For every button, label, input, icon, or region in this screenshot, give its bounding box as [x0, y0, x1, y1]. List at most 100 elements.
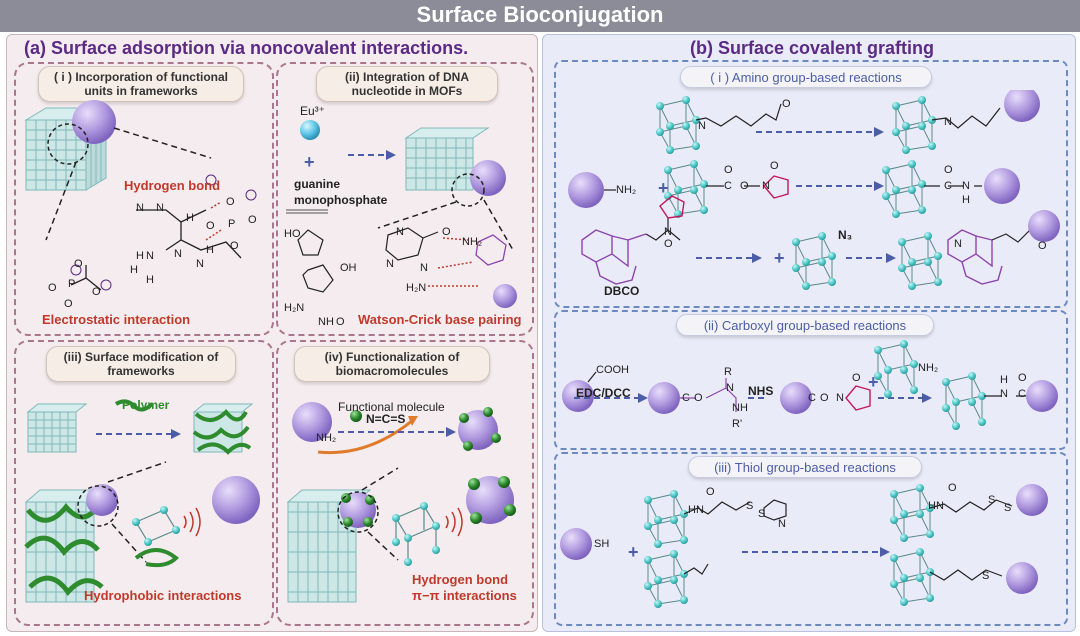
chem-o: O [820, 392, 829, 404]
chem-o: O [782, 98, 791, 110]
chem-o: O [948, 482, 957, 494]
cluster-node-icon [901, 235, 939, 288]
cluster-node-icon [945, 375, 983, 428]
label-pi-pi-interactions: π−π interactions [412, 588, 517, 603]
cluster-node-icon [395, 505, 437, 562]
chem-o: O [740, 180, 749, 192]
chem-n: N [698, 120, 706, 132]
label-polymer: Polymer [122, 398, 170, 412]
diagram-a-ii: + [286, 120, 517, 308]
subpanel-b-ii [554, 310, 1068, 450]
chem-o: O [1038, 240, 1047, 252]
chem-o: O [1018, 372, 1027, 384]
mof-framework-icon [26, 403, 88, 453]
chem-oh: OH [340, 262, 357, 274]
label-ncs: N=C=S [366, 412, 406, 426]
chem-n: N [726, 382, 734, 394]
subpanel-b-iii-title: (iii) Thiol group-based reactions [688, 456, 922, 478]
sphere-icon [648, 382, 680, 414]
svg-text:+: + [774, 248, 785, 268]
chem-s: S [758, 508, 766, 520]
subpanel-b-ii-title: (ii) Carboxyl group-based reactions [676, 314, 934, 336]
cluster-node-icon [877, 343, 915, 396]
sphere-icon [212, 476, 260, 524]
diagram-a-i [24, 100, 257, 291]
chem-o: O [442, 226, 451, 238]
chem-p: P [68, 278, 76, 290]
cluster-node-icon [885, 163, 923, 216]
sphere-icon [568, 172, 604, 208]
subpanel-b-iii [554, 452, 1068, 626]
panel-a-header: (a) Surface adsorption via noncovalent i… [24, 38, 469, 58]
cluster-node-icon [647, 493, 685, 546]
chem-hn: HN [928, 500, 944, 512]
subpanel-a-ii [276, 62, 534, 336]
chem-n3: N₃ [838, 228, 853, 242]
cluster-node-icon [893, 487, 931, 540]
chem-o: O [248, 214, 257, 226]
sphere-icon [1026, 380, 1058, 412]
chem-r-prime: R' [732, 418, 743, 430]
subpanel-b-i [554, 60, 1068, 308]
chem-n: N [396, 226, 404, 238]
polymer-icon [114, 399, 154, 412]
sphere-icon [780, 382, 812, 414]
page-title: Surface Bioconjugation [416, 2, 664, 27]
label-functional-molecule: Functional molecule [338, 400, 445, 414]
chem-n: N [386, 258, 394, 270]
sphere-icon [1004, 90, 1040, 122]
cluster-node-icon [135, 509, 177, 543]
chem-s: S [988, 494, 996, 506]
sphere-icon [72, 100, 116, 144]
chem-p: P [228, 218, 236, 230]
chem-h2n: H₂N [284, 302, 305, 314]
sphere-icon [493, 284, 517, 308]
label-electrostatic-interaction: Electrostatic interaction [42, 312, 191, 327]
sphere-icon [1028, 210, 1060, 242]
chem-h: H [206, 244, 214, 256]
sphere-icon [560, 528, 592, 560]
chem-h: H [186, 212, 194, 224]
label-watson-crick: Watson-Crick base pairing [358, 312, 522, 327]
cluster-node-icon [667, 163, 705, 216]
chem-o: O [226, 196, 235, 208]
chem-o: O [944, 164, 953, 176]
chem-h: H [1000, 374, 1008, 386]
chem-n: N [762, 180, 770, 192]
chem-n: N [420, 262, 428, 274]
chem-nh: NH [732, 402, 748, 414]
subpanel-a-iv-title: (iv) Functionalization of biomacromolecu… [294, 346, 490, 382]
cluster-node-icon [895, 99, 933, 152]
chem-n: N [664, 226, 672, 238]
chem-o: O [706, 486, 715, 498]
label-edc-dcc: EDC/DCC [576, 386, 631, 400]
chem-sh: SH [594, 538, 610, 550]
cluster-node-icon [795, 235, 833, 288]
chem-n: N [944, 116, 952, 128]
subpanel-a-ii-title: (ii) Integration of DNA nucleotide in MO… [316, 66, 498, 102]
chem-nh2: NH₂ [316, 432, 337, 444]
subpanel-b-i-title: ( i ) Amino group-based reactions [680, 66, 932, 88]
plus-sign: + [628, 542, 639, 562]
chem-nh2: NH₂ [462, 236, 483, 248]
chem-o: O [92, 286, 101, 298]
dbco-structure-icon [581, 229, 647, 285]
chem-n: N [146, 250, 154, 262]
chem-n: N [954, 238, 962, 250]
panel-b-header: (b) Surface covalent grafting [690, 38, 935, 58]
chem-nh: NH [318, 316, 334, 328]
diagram-a-iv [286, 402, 516, 603]
chem-n: N [174, 248, 182, 260]
chem-o: O [724, 164, 733, 176]
chem-c: C [944, 180, 952, 192]
label-guanine-monophosphate: guanine monophosphate [294, 177, 388, 207]
label-hydrophobic-interactions: Hydrophobic interactions [84, 588, 242, 603]
chem-o: O [74, 258, 83, 270]
polymer-coating-icon [192, 409, 252, 455]
cluster-node-icon [647, 553, 685, 606]
cluster-node-icon [659, 99, 697, 152]
chem-n: N [962, 180, 970, 192]
chem-nh2: NH₂ [616, 184, 637, 196]
chem-n: N [778, 518, 786, 530]
subpanel-a-iii-title: (iii) Surface modification of frameworks [46, 346, 236, 382]
